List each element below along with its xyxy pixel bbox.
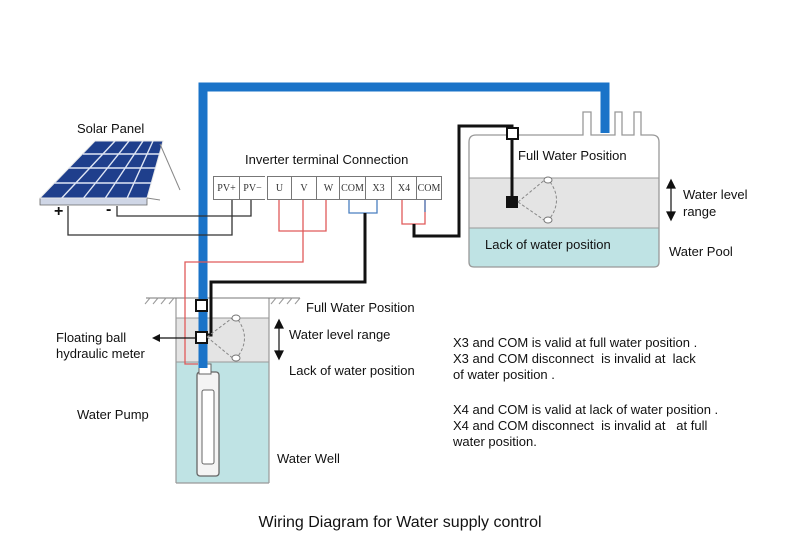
terminal-pv-minus: PV− xyxy=(243,182,262,194)
terminal-com-2: COM xyxy=(417,182,441,194)
pool-level-range-label-1: Water level xyxy=(683,187,748,202)
well-level-range-label: Water level range xyxy=(289,327,391,342)
pool-level-range-label-2: range xyxy=(683,204,717,219)
terminal-com-1: COM xyxy=(340,177,366,199)
terminal-w: W xyxy=(323,182,334,194)
terminal-group-motor: U V W xyxy=(267,176,340,200)
x3-com-link xyxy=(348,199,378,214)
terminal-pv-plus: PV+ xyxy=(214,177,240,199)
pool-full-label: Full Water Position xyxy=(518,148,627,163)
terminal-group-pv: PV+ PV− xyxy=(213,176,265,200)
well-lack-label: Lack of water position xyxy=(289,363,415,378)
x4-note-line-2: X4 and COM disconnect is invalid at at f… xyxy=(453,418,708,433)
solar-panel-label: Solar Panel xyxy=(77,121,145,136)
ground-hatch xyxy=(144,297,301,305)
x4-note: X4 and COM is valid at lack of water pos… xyxy=(453,402,718,450)
x3-note-line-2: X3 and COM disconnect is invalid at lack xyxy=(453,351,696,366)
water-well xyxy=(144,297,301,484)
floating-ball-label-1: Floating ball xyxy=(56,330,127,345)
inverter-title: Inverter terminal Connection xyxy=(245,152,409,167)
solar-panel xyxy=(38,140,181,206)
x3-note-line-3: of water position . xyxy=(453,367,555,382)
floating-ball-label-2: hydraulic meter xyxy=(56,346,145,361)
diagram-caption: Wiring Diagram for Water supply control xyxy=(258,514,542,531)
x3-note: X3 and COM is valid at full water positi… xyxy=(453,335,697,383)
terminal-x3: X3 xyxy=(366,177,392,199)
water-pool-tank xyxy=(468,111,660,268)
x4-note-line-3: water position. xyxy=(453,434,537,449)
water-pool-label: Water Pool xyxy=(669,244,733,259)
well-full-label: Full Water Position xyxy=(306,300,415,315)
floating-ball-arrow xyxy=(152,334,196,342)
pool-outline xyxy=(468,111,660,268)
motor-wires xyxy=(184,199,327,365)
terminal-x4: X4 xyxy=(392,177,417,199)
pool-lack-label: Lack of water position xyxy=(485,237,611,252)
pool-float-switch xyxy=(506,127,557,224)
plus-sign: + xyxy=(54,203,64,220)
terminal-v: V xyxy=(292,177,317,199)
water-pipe xyxy=(198,82,610,368)
pv-minus-wire xyxy=(116,199,252,217)
x3-note-line-1: X3 and COM is valid at full water positi… xyxy=(453,335,698,350)
x4-com-link-red xyxy=(401,199,426,225)
pool-level-range-arrow xyxy=(666,178,676,222)
water-pump xyxy=(196,363,220,477)
water-well-label: Water Well xyxy=(277,451,340,466)
well-float-switch xyxy=(195,299,245,362)
minus-sign: - xyxy=(106,201,112,218)
pool-water xyxy=(469,228,659,267)
well-water xyxy=(176,362,269,483)
pool-level-band xyxy=(469,178,659,228)
well-level-range-arrow xyxy=(274,318,284,361)
terminal-group-signal: COM X3 X4 COM xyxy=(339,176,442,200)
x4-note-line-1: X4 and COM is valid at lack of water pos… xyxy=(453,402,719,417)
water-pump-label: Water Pump xyxy=(77,407,149,422)
terminal-u: U xyxy=(268,177,292,199)
pv-plus-wire xyxy=(67,199,233,236)
well-level-band xyxy=(176,318,269,362)
